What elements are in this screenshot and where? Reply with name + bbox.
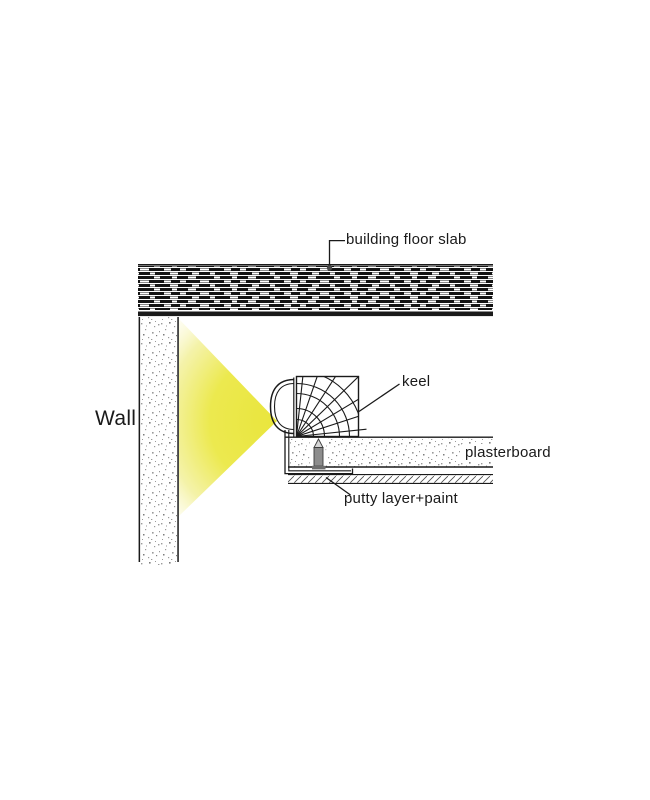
building-floor-slab-section [138,264,493,317]
leader-keel [358,383,400,413]
wall-section [138,317,179,565]
screw-fastener-icon [312,438,326,470]
edge-trim-profile [284,430,354,475]
leader-building-floor-slab [326,239,345,271]
label-putty-layer: putty layer+paint [344,490,458,507]
putty-paint-layer [288,474,493,484]
label-plasterboard: plasterboard [462,444,554,462]
leader-putty-layer [325,476,351,496]
label-wall: Wall [95,407,137,430]
keel-block [293,375,367,438]
light-cone [179,319,277,516]
label-building-floor-slab: building floor slab [346,231,467,248]
cove-light-fixture [269,378,295,435]
label-keel: keel [402,373,431,390]
